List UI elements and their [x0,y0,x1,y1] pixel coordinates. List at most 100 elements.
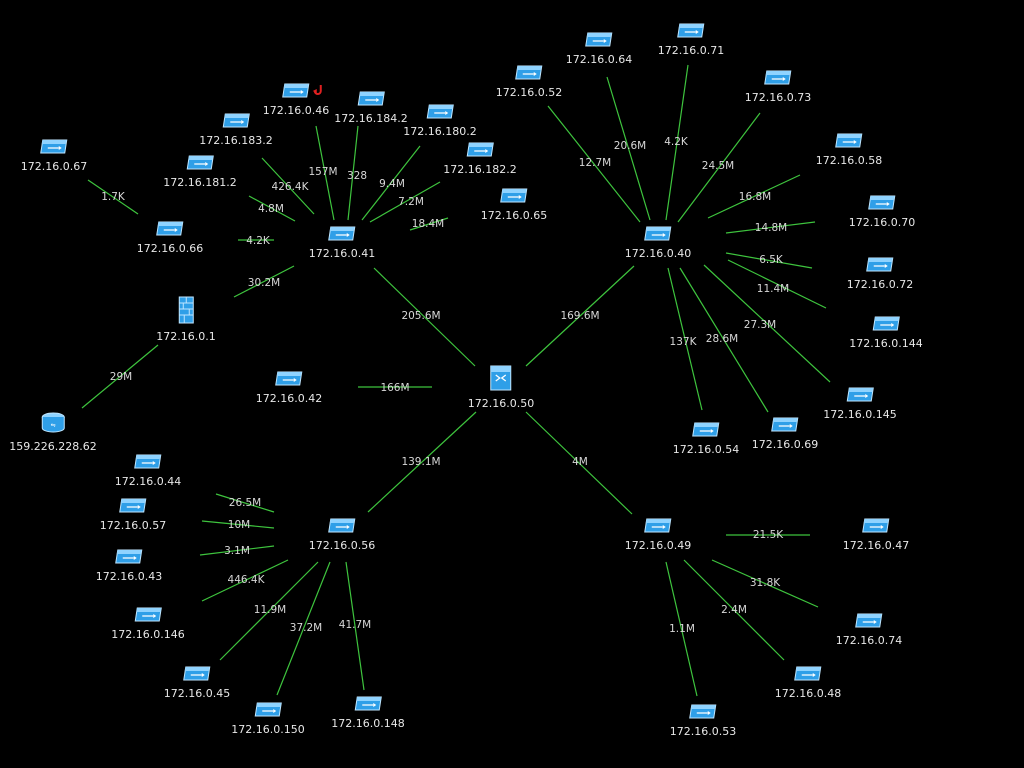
device-node[interactable]: 172.16.0.54 [673,422,739,456]
link-line[interactable] [725,252,813,269]
router-icon[interactable] [855,613,883,628]
device-node[interactable]: 172.16.0.40 [625,226,691,260]
link-line[interactable] [606,76,651,221]
router-icon[interactable] [764,70,792,85]
device-node[interactable]: 172.16.0.65 [481,188,547,222]
router-icon[interactable] [328,226,356,241]
link-line[interactable] [679,267,769,413]
link-line[interactable] [665,64,689,221]
link-line[interactable] [547,105,641,223]
router-icon[interactable] [846,387,874,402]
router-icon[interactable] [500,188,528,203]
link-line[interactable] [409,217,449,231]
link-line[interactable] [373,267,476,367]
router-icon[interactable] [254,702,282,717]
router-icon[interactable] [794,666,822,681]
hub-switch-icon[interactable] [489,365,513,391]
router-icon[interactable] [466,142,494,157]
link-line[interactable] [201,559,289,602]
device-node[interactable]: 172.16.0.42 [256,371,322,405]
device-node[interactable]: 172.16.0.69 [752,417,818,451]
device-node[interactable]: 172.16.0.48 [775,666,841,700]
link-line[interactable] [727,259,827,309]
device-node[interactable]: 172.16.0.43 [96,549,162,583]
device-node[interactable]: 172.16.0.66 [137,221,203,255]
device-node[interactable]: 172.16.0.71 [658,23,724,57]
link-line[interactable] [233,265,295,298]
link-line[interactable] [361,145,421,221]
router-icon[interactable] [862,518,890,533]
router-icon[interactable] [115,549,143,564]
router-icon[interactable] [357,91,385,106]
device-node[interactable]: 172.16.0.70 [849,195,915,229]
link-line[interactable] [367,411,477,513]
link-line[interactable] [81,344,159,409]
device-node[interactable]: ⇋ 159.226.228.62 [9,412,97,453]
device-node[interactable]: 172.16.0.52 [496,65,562,99]
device-node[interactable]: 172.16.0.74 [836,613,902,647]
device-node[interactable]: 172.16.0.1 [156,296,216,343]
link-line[interactable] [725,221,816,234]
device-node[interactable]: 172.16.0.144 [849,316,923,350]
link-line[interactable] [667,267,703,411]
device-node[interactable]: 172.16.0.57 [100,498,166,532]
router-icon[interactable] [868,195,896,210]
device-node[interactable]: 172.16.0.44 [115,454,181,488]
device-node[interactable]: 172.16.0.67 [21,139,87,173]
device-node[interactable]: 172.16.0.146 [111,607,185,641]
link-line[interactable] [711,559,819,608]
link-line[interactable] [219,561,319,661]
device-node[interactable]: 172.16.184.2 [334,91,408,125]
link-line[interactable] [215,493,275,513]
router-icon[interactable] [515,65,543,80]
router-icon[interactable] [156,221,184,236]
router-icon[interactable] [275,371,303,386]
router-icon[interactable] [692,422,720,437]
link-line[interactable] [345,561,365,691]
router-icon[interactable] [677,23,705,38]
link-line[interactable] [201,520,275,529]
device-node[interactable]: 172.16.0.58 [816,133,882,167]
router-icon[interactable] [222,113,250,128]
router-icon[interactable] [835,133,863,148]
router-icon[interactable] [872,316,900,331]
link-line[interactable] [276,561,331,696]
router-icon[interactable] [186,155,214,170]
device-node[interactable]: 172.16.0.56 [309,518,375,552]
router-icon[interactable] [866,257,894,272]
router-icon[interactable] [282,83,322,98]
link-line[interactable] [677,112,761,223]
device-node[interactable]: 172.16.181.2 [163,155,237,189]
internet-router-icon[interactable]: ⇋ [40,412,66,434]
device-node[interactable]: 172.16.0.41 [309,226,375,260]
firewall-icon[interactable] [178,296,194,324]
device-node[interactable]: 172.16.0.53 [670,704,736,738]
device-node[interactable]: 172.16.0.73 [745,70,811,104]
router-icon[interactable] [183,666,211,681]
device-node[interactable]: 172.16.0.145 [823,387,897,421]
router-icon[interactable] [134,607,162,622]
link-line[interactable] [315,125,335,221]
router-icon[interactable] [119,498,147,513]
router-icon[interactable] [644,518,672,533]
device-node[interactable]: 172.16.0.148 [331,696,405,730]
link-line[interactable] [261,157,315,215]
device-node[interactable]: 172.16.0.45 [164,666,230,700]
router-icon[interactable] [644,226,672,241]
device-node[interactable]: 172.16.0.49 [625,518,691,552]
router-icon[interactable] [134,454,162,469]
link-line[interactable] [347,125,359,221]
device-node[interactable]: 172.16.0.50 [468,365,534,410]
device-node[interactable]: 172.16.180.2 [403,104,477,138]
device-node[interactable]: 172.16.0.47 [843,518,909,552]
router-icon[interactable] [426,104,454,119]
link-line[interactable] [87,179,139,215]
device-node[interactable]: 172.16.0.46 [263,83,329,117]
router-icon[interactable] [354,696,382,711]
link-line[interactable] [248,195,296,222]
link-line[interactable] [703,264,831,383]
device-node[interactable]: 172.16.182.2 [443,142,517,176]
device-node[interactable]: 172.16.183.2 [199,113,273,147]
device-node[interactable]: 172.16.0.64 [566,32,632,66]
router-icon[interactable] [771,417,799,432]
